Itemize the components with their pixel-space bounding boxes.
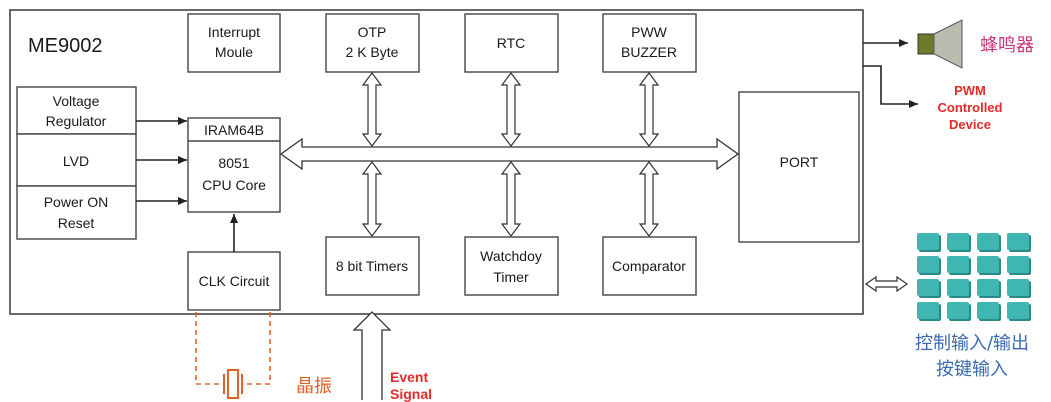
pww-label-2: BUZZER (621, 44, 677, 60)
crystal-icon (223, 369, 243, 399)
timers-label: 8 bit Timers (336, 258, 408, 274)
pwm-label-1: PWM (954, 83, 986, 98)
rtc-bus-arrow (500, 72, 522, 147)
crystal-wire-left (195, 312, 222, 385)
keypad-key (947, 233, 969, 250)
buzzer-label: 蜂鸣器 (980, 35, 1034, 56)
port-label: PORT (780, 154, 819, 170)
io-label-2: 按键输入 (936, 359, 1008, 380)
pww-buzzer-block: PWW BUZZER (602, 13, 697, 73)
keypad-key (977, 233, 999, 250)
rtc-label: RTC (497, 35, 526, 51)
chip-outline (9, 9, 864, 315)
keypad-icon (917, 233, 1031, 321)
crystal-wire-right (244, 312, 271, 385)
port-block: PORT (738, 91, 860, 243)
io-label-1: 控制输入/输出 (915, 333, 1029, 354)
lvd-label: LVD (63, 153, 89, 169)
speaker-icon (917, 19, 963, 69)
keypad-key (917, 302, 939, 319)
keypad-key (1007, 279, 1029, 296)
voltage-label-1: Voltage (53, 93, 100, 109)
otp-bus-arrow (361, 72, 383, 147)
keypad-key (917, 279, 939, 296)
clk-label: CLK Circuit (199, 273, 270, 289)
comparator-bus-arrow (638, 161, 660, 237)
interrupt-module-block: Interrupt Moule (187, 13, 281, 73)
watchdog-label-1: Watchdoy (480, 248, 542, 264)
cpu-label-1: 8051 (218, 155, 249, 171)
keypad-key (947, 279, 969, 296)
comparator-label: Comparator (612, 258, 686, 274)
pwm-label-2: Controlled (938, 100, 1003, 115)
interrupt-label-2: Moule (215, 44, 253, 60)
pwm-arrow (863, 65, 918, 108)
keypad-key (917, 233, 939, 250)
pww-label-1: PWW (631, 24, 668, 40)
power-label-2: Reset (58, 215, 95, 231)
voltage-regulator-block: Voltage Regulator (16, 86, 137, 135)
watchdog-label-2: Timer (493, 269, 529, 285)
keypad-key (947, 256, 969, 273)
clk-circuit-block: CLK Circuit (187, 251, 281, 311)
voltage-label-2: Regulator (46, 113, 107, 129)
rtc-block: RTC (464, 13, 559, 73)
cpu-core-block: IRAM64B 8051 CPU Core (187, 117, 281, 213)
pww-bus-arrow (638, 72, 660, 147)
timers-bus-arrow (361, 161, 383, 237)
event-label-2: Signal (390, 386, 432, 402)
watchdog-timer-block: Watchdoy Timer (464, 236, 559, 296)
event-signal-arrow (352, 311, 392, 400)
cpu-label-2: CPU Core (202, 177, 266, 193)
event-label-1: Event (390, 369, 428, 385)
io-bus-arrow (864, 275, 909, 293)
keypad-key (1007, 302, 1029, 319)
pwm-label-3: Device (949, 117, 991, 132)
interrupt-label-1: Interrupt (208, 24, 260, 40)
main-bus-arrow (279, 137, 740, 171)
comparator-block: Comparator (602, 236, 697, 296)
keypad-key (1007, 256, 1029, 273)
crystal-label: 晶振 (296, 376, 332, 397)
keypad-key (947, 302, 969, 319)
otp-label-2: 2 K Byte (346, 44, 399, 60)
otp-block: OTP 2 K Byte (325, 13, 420, 73)
chip-name: ME9002 (28, 35, 103, 57)
power-label-1: Power ON (44, 194, 109, 210)
otp-label-1: OTP (358, 24, 387, 40)
keypad-key (977, 302, 999, 319)
keypad-key (977, 279, 999, 296)
keypad-key (1007, 233, 1029, 250)
keypad-key (917, 256, 939, 273)
timers-block: 8 bit Timers (325, 236, 420, 296)
power-on-reset-block: Power ON Reset (16, 185, 137, 240)
keypad-key (977, 256, 999, 273)
watchdog-bus-arrow (500, 161, 522, 237)
iram-label: IRAM64B (204, 122, 264, 138)
lvd-block: LVD (16, 133, 137, 187)
